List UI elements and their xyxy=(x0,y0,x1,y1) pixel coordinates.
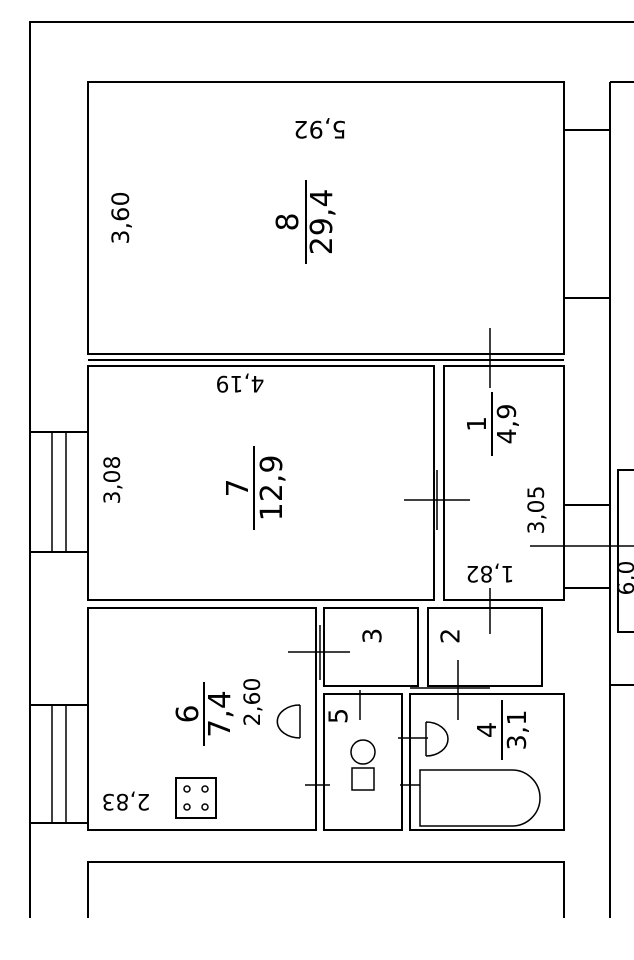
toilet-icon xyxy=(350,739,376,791)
room-6-dim-a: 2,83 xyxy=(102,788,151,813)
room-5 xyxy=(305,690,420,831)
room-2-number: 2 xyxy=(437,628,467,645)
room-4-number: 4 xyxy=(473,722,503,739)
outer-walls xyxy=(29,21,634,918)
sink-icon-wc xyxy=(276,704,301,739)
sink-icon-bath xyxy=(425,721,449,757)
room-1-area: 4,9 xyxy=(493,403,523,444)
room-3 xyxy=(323,607,419,687)
room-1-number: 1 xyxy=(463,416,493,433)
room-2 xyxy=(410,607,543,720)
room-8-dim-b: 3,60 xyxy=(107,191,135,244)
stove-icon xyxy=(175,777,217,819)
room-8-number: 8 xyxy=(271,212,306,231)
edge-label: 6,0 xyxy=(615,561,634,596)
room-lower xyxy=(87,861,565,918)
room-4-area: 3,1 xyxy=(503,709,533,750)
window-left-lower xyxy=(29,704,89,824)
room-6-number: 6 xyxy=(171,704,206,723)
room-6-dim-b: 2,60 xyxy=(241,678,266,727)
room-6 xyxy=(87,607,350,831)
bathtub-icon xyxy=(419,769,541,827)
room-6-area: 7,4 xyxy=(203,690,238,738)
right-corridor xyxy=(530,81,634,686)
room-1-dim-b: 3,05 xyxy=(525,486,550,535)
room-5-number: 5 xyxy=(325,708,355,725)
room-7-dim-a: 4,19 xyxy=(216,370,265,395)
room-7-number: 7 xyxy=(221,478,256,497)
room-7-dim-b: 3,08 xyxy=(101,456,126,505)
room-4 xyxy=(398,693,565,831)
room-3-number: 3 xyxy=(359,628,389,645)
window-left-upper xyxy=(29,431,89,553)
room-8-area: 29,4 xyxy=(305,189,340,256)
room-1 xyxy=(443,328,565,634)
room-7-area: 12,9 xyxy=(255,455,290,522)
room-8-dim-a: 5,92 xyxy=(293,115,346,143)
room-1-dim-a: 1,82 xyxy=(466,560,515,585)
room-7 xyxy=(87,365,470,601)
room-8 xyxy=(87,81,565,355)
